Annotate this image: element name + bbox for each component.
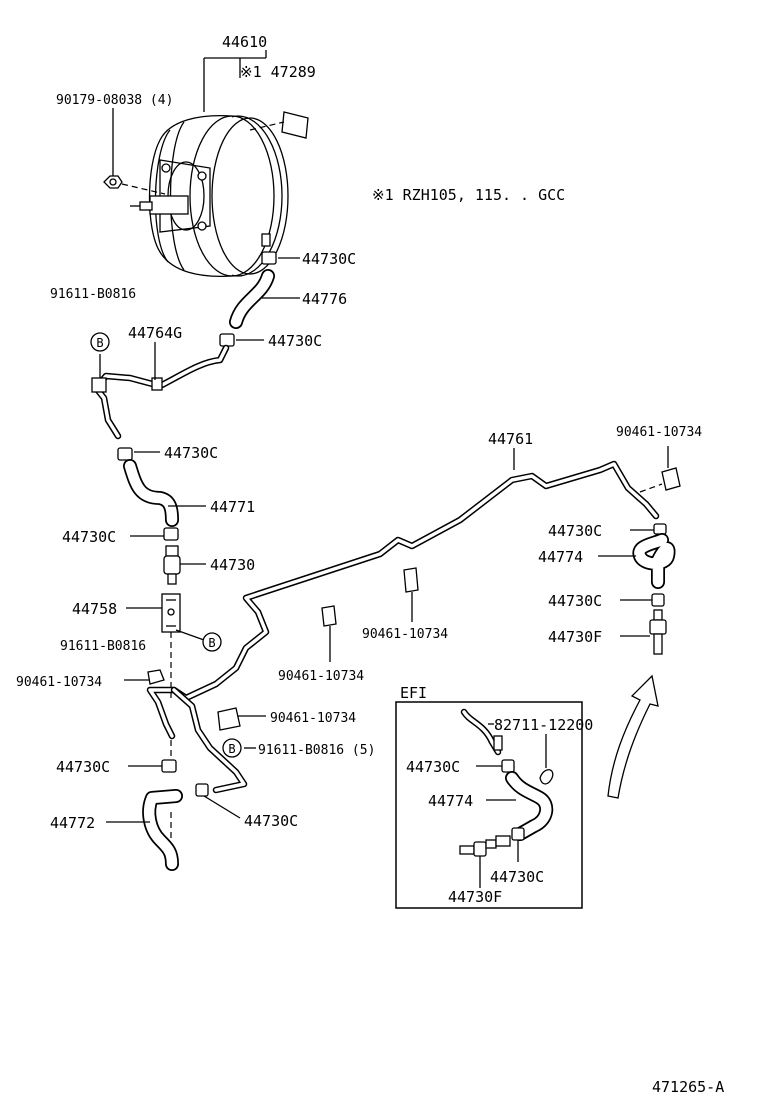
svg-text:B: B [96, 336, 103, 350]
label-gasket: ※1 47289 [240, 63, 316, 81]
clamp-90461-left [147, 669, 165, 685]
label-hose-44771: 44771 [210, 498, 255, 516]
svg-text:B: B [228, 742, 235, 756]
label-bracket-44758: 44758 [72, 600, 117, 618]
efi-hose-44774 [505, 771, 554, 841]
hose-44772 [142, 789, 183, 871]
label-efi-fitting: 44730F [448, 888, 502, 906]
label-booster: 44610 [222, 33, 267, 51]
bracket-44758 [161, 593, 181, 633]
brake-booster [130, 114, 289, 278]
clip-bottom [195, 783, 209, 797]
hose-44776 [229, 269, 275, 329]
efi-clip1 [501, 759, 515, 773]
hose-44774 [632, 533, 676, 589]
label-fitting-right: 44730F [548, 628, 602, 646]
pipe-44764g [92, 344, 230, 440]
label-efi-clip1: 44730C [406, 758, 460, 776]
label-clip-left2: 44730C [62, 528, 116, 546]
svg-text:B: B [208, 636, 215, 650]
pipe-branch-lower [170, 686, 248, 794]
label-clip-right1: 44730C [548, 522, 602, 540]
label-clamp-90461-mid: 90461-10734 [270, 711, 356, 726]
label-hose-44774: 44774 [538, 548, 583, 566]
check-valve-44730 [163, 545, 181, 585]
clamp-90461-c2 [403, 567, 419, 593]
label-efi-82711: 82711-12200 [494, 716, 593, 734]
clip-mid [219, 333, 235, 347]
label-clamp-90461-c1: 90461-10734 [278, 669, 364, 684]
label-nut: 90179-08038 (4) [56, 93, 173, 108]
label-note: ※1 RZH105, 115. . GCC [372, 186, 565, 204]
label-efi-hose: 44774 [428, 792, 473, 810]
efi-clamp-82711 [539, 769, 554, 785]
fitting-44730f [649, 609, 667, 655]
clamp-90461-c1 [321, 605, 337, 627]
label-clamp-90461-left: 90461-10734 [16, 675, 102, 690]
label-efi-clip2: 44730C [490, 868, 544, 886]
label-clip-bottom: 44730C [244, 812, 298, 830]
label-clamp-90461-right: 90461-10734 [616, 425, 702, 440]
label-clip-left3: 44730C [56, 758, 110, 776]
clip-right1 [653, 523, 667, 535]
efi-fitting-44730f [459, 835, 511, 857]
clamp-90461-right [661, 467, 681, 491]
arrow-icon [607, 674, 659, 799]
label-valve-44730: 44730 [210, 556, 255, 574]
label-clip-top: 44730C [302, 250, 356, 268]
efi-title: EFI [400, 684, 427, 702]
clip-top [261, 251, 277, 265]
label-hose-44776: 44776 [302, 290, 347, 308]
b-marker-icon: B [202, 632, 222, 652]
label-hose-44772: 44772 [50, 814, 95, 832]
hose-44771 [123, 459, 179, 527]
label-clip-right2: 44730C [548, 592, 602, 610]
label-clip-left1: 44730C [164, 444, 218, 462]
clip-left2 [163, 527, 179, 541]
efi-pipe [460, 708, 502, 756]
label-pipe-44764g: 44764G [128, 324, 182, 342]
clip-left1 [117, 447, 133, 461]
clip-right2 [651, 593, 665, 607]
diagram-id: 471265-A [652, 1078, 724, 1096]
label-clamp-90461-c2: 90461-10734 [362, 627, 448, 642]
label-clip-mid: 44730C [268, 332, 322, 350]
clip-left3 [161, 759, 177, 773]
label-clamp-b-left: 91611-B0816 [60, 639, 146, 654]
efi-clip2 [511, 827, 525, 841]
efi-box [395, 701, 583, 909]
clamp-90461-mid [217, 707, 241, 731]
gasket-plate [281, 111, 309, 139]
b-marker-icon: B [90, 332, 110, 352]
b-marker-icon: B [222, 738, 242, 758]
nut-icon [103, 175, 123, 189]
label-clamp-b-5: 91611-B0816 (5) [258, 743, 375, 758]
label-clamp-b-top: 91611-B0816 [50, 287, 136, 302]
label-pipe-44761: 44761 [488, 430, 533, 448]
